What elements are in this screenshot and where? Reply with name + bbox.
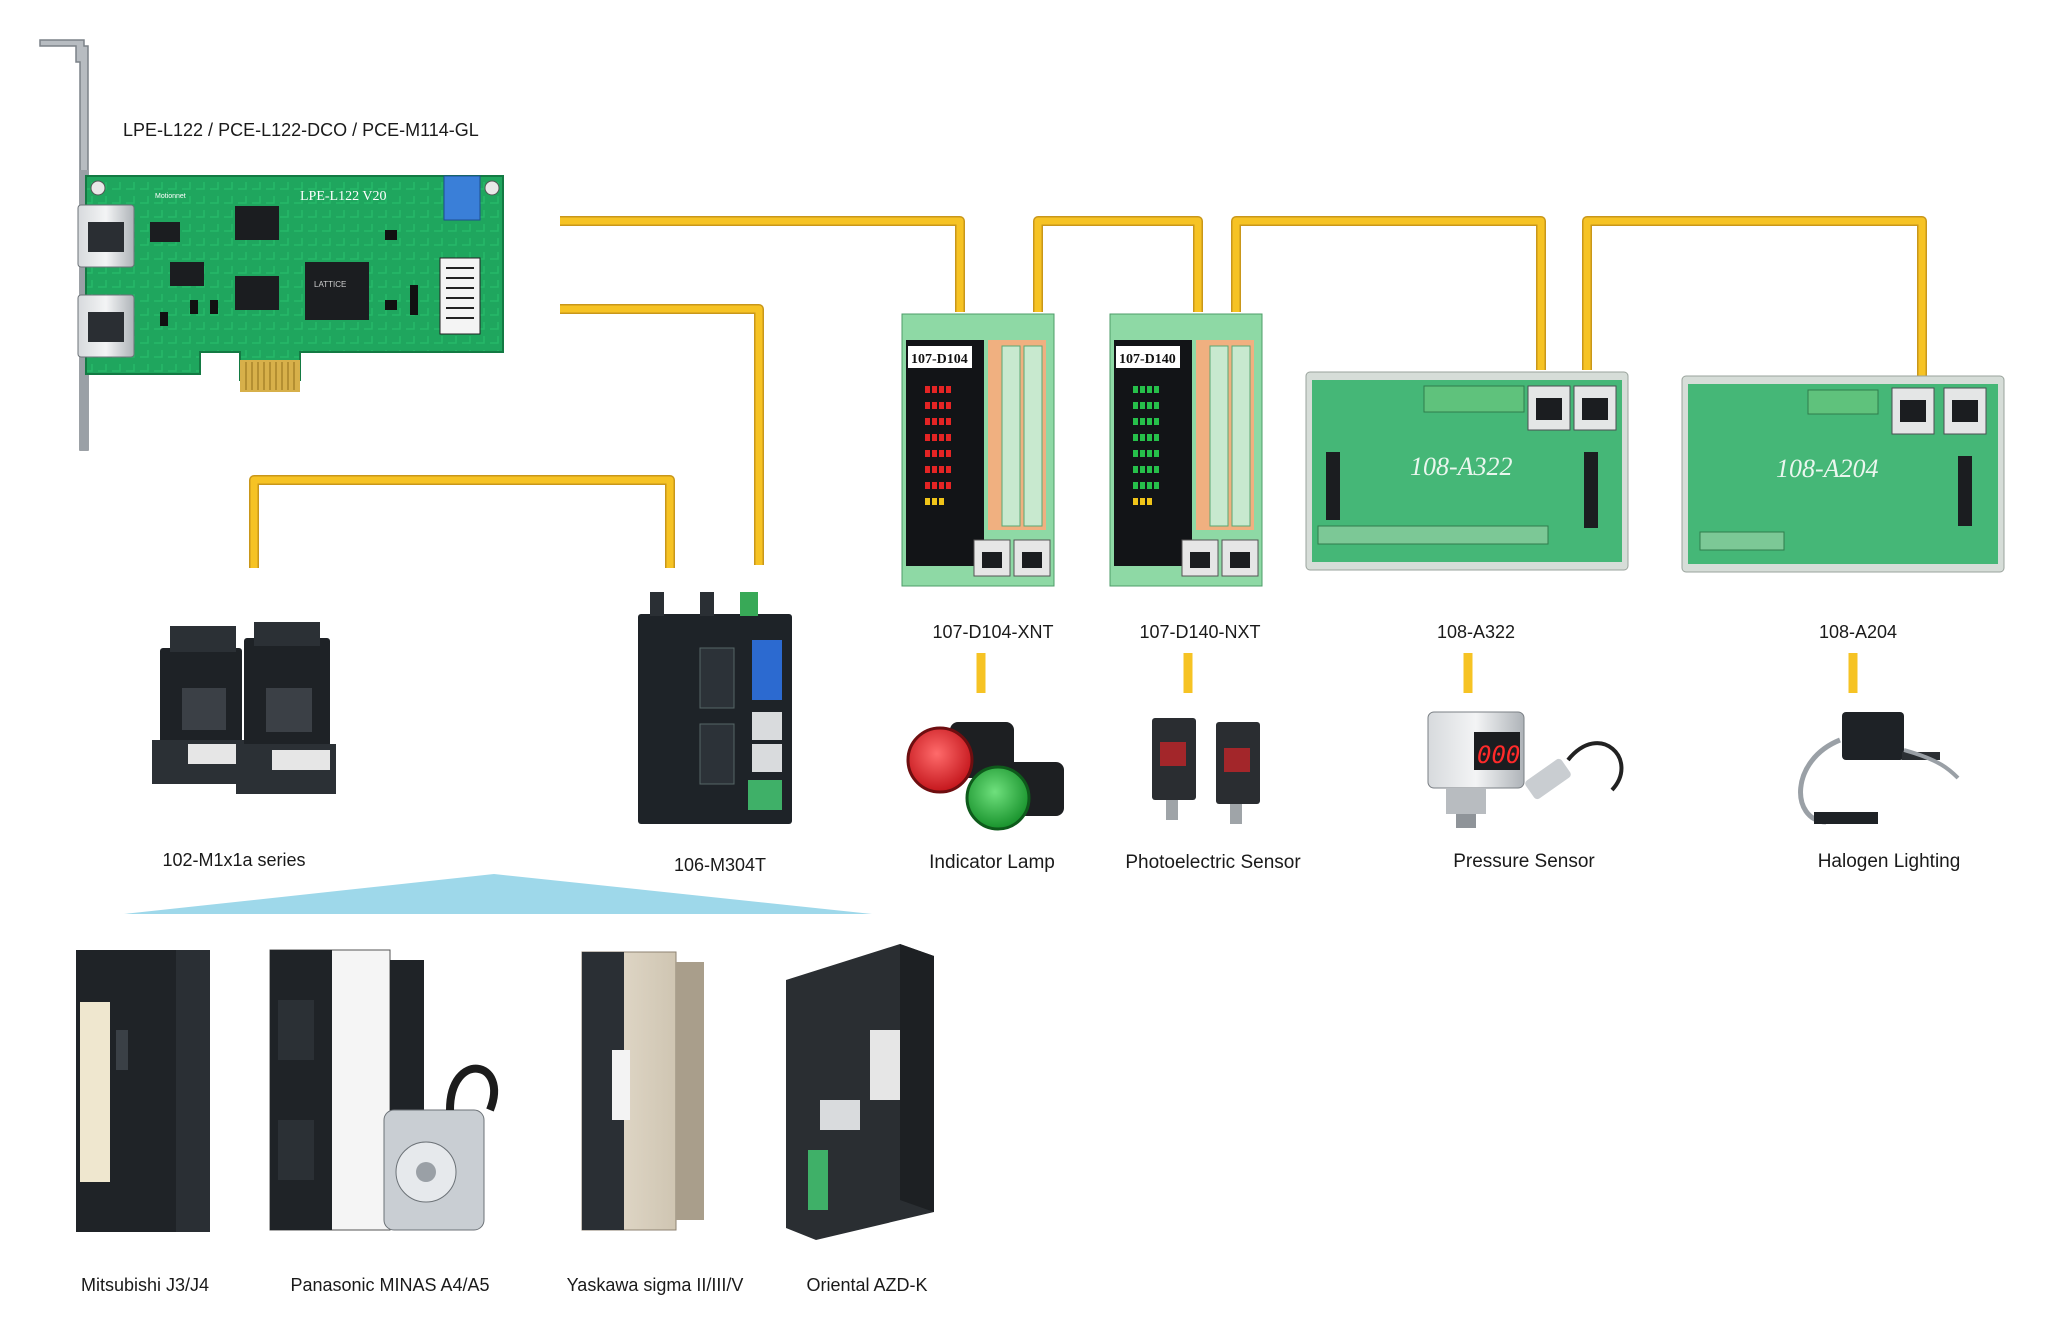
module-label-a322: 108-A322: [1436, 622, 1516, 642]
module-label-m304t: 106-M304T: [673, 855, 767, 875]
cable-card-to-m304t: [560, 304, 764, 565]
d104-silk: 107-D104: [911, 352, 968, 367]
a204-silk: 108-A204: [1776, 454, 1879, 483]
peripheral-label-lamp: Indicator Lamp: [929, 852, 1055, 873]
cable-group: [249, 216, 1927, 693]
photoelectric-sensor: [1152, 718, 1260, 824]
device-102-m1x1a: [152, 622, 336, 794]
pcie-card: LPE-L122 V20 Motionnet LATTICE: [39, 39, 504, 451]
halogen-lighting: [1798, 712, 1960, 825]
module-107-d104: 107-D104: [901, 313, 1055, 587]
module-108-a204: 108-A204: [1681, 375, 2005, 573]
drive-label: Panasonic MINAS A4/A5: [290, 1275, 490, 1295]
pressure-display: 000: [1477, 741, 1520, 769]
drive-mitsubishi: [76, 950, 210, 1232]
module-108-a322: 108-A322: [1305, 371, 1629, 571]
cable-d104-to-d140: [1033, 216, 1203, 312]
card-silk-name: LPE-L122 V20: [300, 189, 386, 204]
cable-d140-to-a322: [1231, 216, 1546, 370]
card-title: LPE-L122 / PCE-L122-DCO / PCE-M114-GL: [123, 120, 479, 140]
red-lamp: [906, 726, 974, 794]
module-label-d140: 107-D140-NXT: [1139, 622, 1261, 642]
module-label-m1x1a: 102-M1x1a series: [162, 850, 306, 870]
cable-a322-to-a204: [1582, 216, 1927, 380]
drive-label: Mitsubishi J3/J4: [80, 1275, 210, 1295]
pressure-sensor: 000: [1427, 711, 1624, 828]
drive-oriental: [786, 944, 934, 1240]
drive-label: Oriental AZD-K: [806, 1275, 928, 1295]
led-array: [925, 386, 951, 505]
card-silk-brand: Motionnet: [155, 193, 186, 200]
drive-panasonic: [269, 949, 499, 1231]
module-label-a204: 108-A204: [1818, 622, 1898, 642]
peripheral-label-pressure: Pressure Sensor: [1453, 851, 1595, 872]
module-107-d140: 107-D140: [1109, 313, 1263, 587]
a322-silk: 108-A322: [1410, 452, 1513, 481]
servo-bus-triangle: [124, 874, 872, 914]
module-label-d104: 107-D104-XNT: [932, 622, 1054, 642]
device-106-m304t: [638, 592, 792, 824]
drive-label: Yaskawa sigma II/III/V: [566, 1275, 744, 1295]
peripheral-label-halogen: Halogen Lighting: [1817, 851, 1961, 872]
led-array: [1133, 386, 1159, 505]
d140-silk: 107-D140: [1119, 352, 1176, 367]
green-lamp: [965, 765, 1031, 831]
peripheral-label-photo: Photoelectric Sensor: [1125, 852, 1301, 873]
card-silk-chip: LATTICE: [314, 280, 346, 289]
cable-card-to-d104: [560, 216, 965, 312]
cable-m304t-to-m1x1a: [249, 475, 675, 568]
drive-yaskawa: [581, 951, 704, 1231]
indicator-lamp: [906, 722, 1064, 831]
